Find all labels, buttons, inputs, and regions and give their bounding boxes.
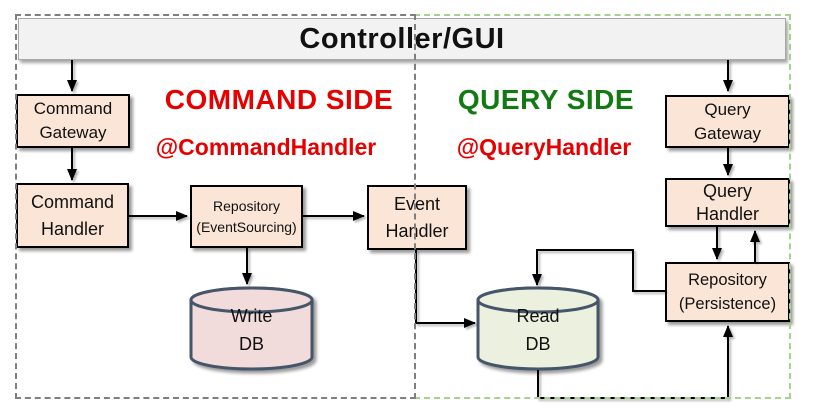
event-handler-label-line1: Event	[393, 193, 441, 214]
repository-persistence-label-line1: Repository	[688, 271, 767, 289]
repository-eventsourcing-label-line1: Repository	[213, 197, 280, 214]
query-handler-label-line2: Handler	[695, 203, 760, 224]
command-side-title: COMMAND SIDE	[164, 84, 394, 115]
command-handler-label-line2: Handler	[40, 218, 105, 239]
query-side-title: QUERY SIDE	[457, 84, 635, 115]
repository-persistence-label-line2: (Persistence)	[678, 295, 777, 313]
read-db-label-line1: Read	[516, 306, 560, 326]
query-handler-label-line1: Query	[702, 180, 753, 201]
event-handler-label-line2: Handler	[385, 220, 449, 241]
repository-eventsourcing-node: Repository (EventSourcing)	[190, 185, 303, 248]
command-gateway-label-line2: Gateway	[39, 123, 107, 142]
query-gateway-label-line1: Query	[704, 99, 751, 119]
arrow-event-handler-to-read-db	[415, 250, 476, 328]
write-db-label-line2: DB	[238, 334, 264, 354]
query-handler-node: Query Handler	[665, 178, 790, 227]
command-gateway-label-line1: Command	[33, 99, 113, 118]
repository-persistence-node: Repository (Persistence)	[665, 262, 790, 322]
controller-gui-banner: Controller/GUI	[18, 18, 786, 60]
read-db-label-line2: DB	[525, 334, 551, 354]
query-gateway-label-line2: Gateway	[693, 123, 762, 143]
command-handler-label-line1: Command	[30, 191, 115, 212]
command-handler-annotation: @CommandHandler	[155, 134, 377, 160]
write-db-label: Write DB	[191, 302, 312, 358]
repository-eventsourcing-label-line2: (EventSourcing)	[196, 218, 297, 235]
arrow-repository-persistence-to-read-db	[532, 249, 665, 292]
query-handler-annotation: @QueryHandler	[456, 134, 632, 160]
query-gateway-node: Query Gateway	[665, 95, 790, 148]
command-gateway-node: Command Gateway	[16, 94, 130, 148]
read-db-label: Read DB	[478, 302, 598, 358]
command-handler-node: Command Handler	[16, 183, 129, 248]
write-db-label-line1: Write	[230, 306, 273, 326]
event-handler-node: Event Handler	[367, 185, 467, 250]
controller-gui-title: Controller/GUI	[299, 22, 505, 55]
